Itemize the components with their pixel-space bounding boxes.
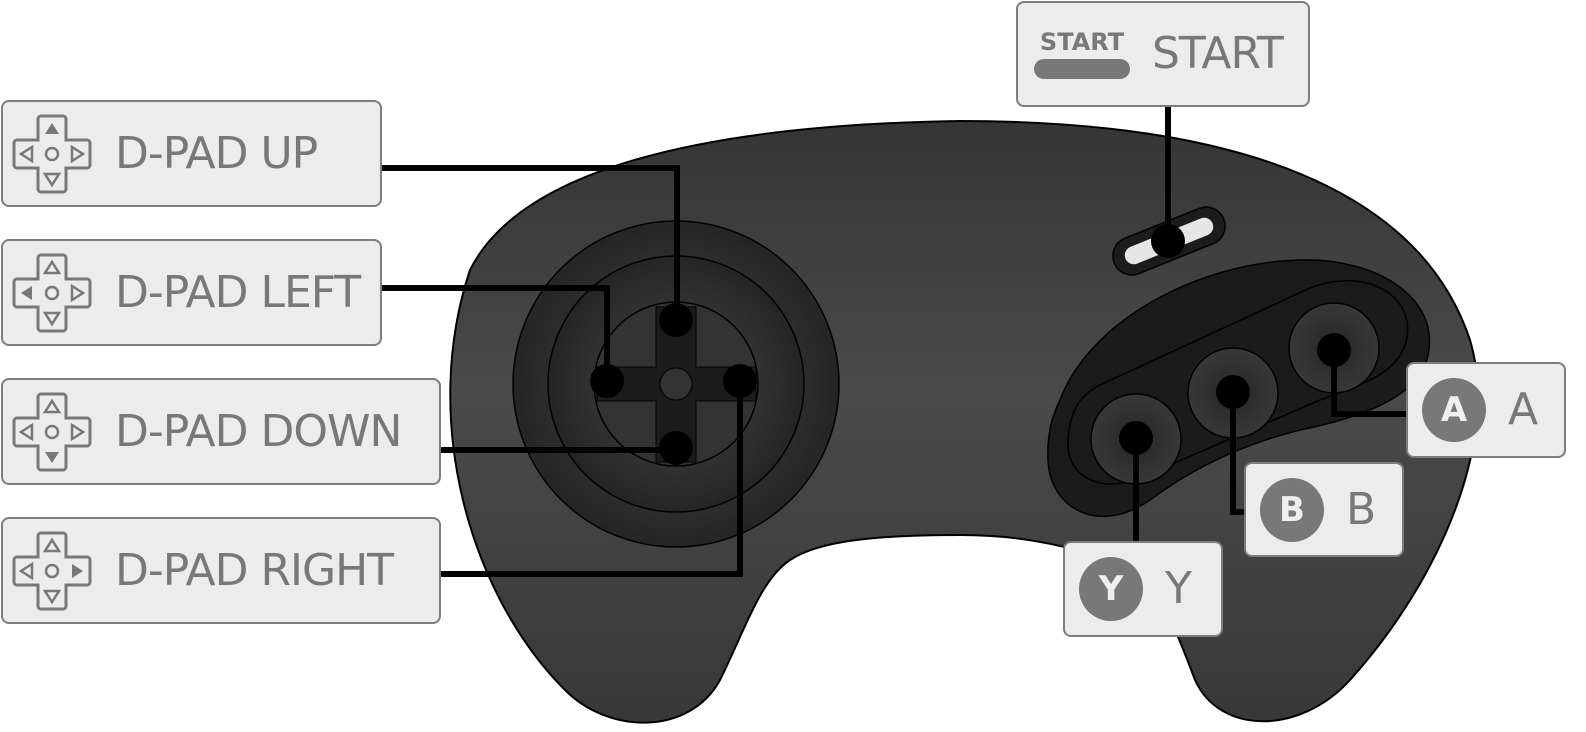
start-icon-bar	[1034, 58, 1130, 79]
dot-y	[1119, 421, 1153, 455]
label-dpad-right: D-PAD RIGHT	[1, 517, 441, 624]
leader-line-b	[1230, 392, 1246, 515]
label-text-y: Y	[1165, 563, 1192, 614]
leader-line-a	[1331, 350, 1408, 417]
leader-lines	[382, 106, 1408, 577]
start-icon-text: START	[1039, 27, 1125, 56]
label-text-dpad-left: D-PAD LEFT	[115, 266, 361, 318]
dot-start	[1151, 224, 1185, 258]
dot-dpad-left	[590, 364, 624, 398]
label-text-dpad-right: D-PAD RIGHT	[115, 544, 394, 596]
leader-line-dpad-left	[382, 285, 610, 380]
dpad-up-icon	[12, 114, 92, 193]
connection-dots	[590, 224, 1351, 465]
dot-dpad-up	[659, 303, 693, 337]
label-text-start: START	[1152, 28, 1284, 79]
y-button-icon: Y	[1079, 557, 1143, 621]
label-start: START START	[1016, 1, 1310, 107]
dot-dpad-right	[723, 364, 757, 398]
label-b: B B	[1244, 462, 1404, 557]
start-button-icon: START	[1034, 30, 1130, 79]
label-text-dpad-down: D-PAD DOWN	[115, 405, 402, 457]
label-y: Y Y	[1063, 541, 1223, 637]
label-text-b: B	[1346, 483, 1376, 535]
dpad-down-icon	[12, 392, 92, 471]
dot-b	[1216, 375, 1250, 409]
dpad-right-icon	[12, 531, 92, 610]
leader-line-dpad-up	[382, 165, 680, 318]
label-dpad-left: D-PAD LEFT	[1, 239, 382, 346]
label-dpad-up: D-PAD UP	[1, 100, 382, 207]
label-text-a: A	[1508, 384, 1538, 435]
label-a: A A	[1406, 362, 1566, 458]
leader-line-dpad-right	[441, 382, 743, 577]
dpad-center	[659, 367, 693, 401]
label-dpad-down: D-PAD DOWN	[1, 378, 441, 485]
dot-a	[1317, 333, 1351, 367]
b-button-icon: B	[1260, 477, 1324, 542]
a-button-icon: A	[1422, 378, 1486, 442]
dpad-left-icon	[12, 253, 92, 332]
dot-dpad-down	[659, 431, 693, 465]
label-text-dpad-up: D-PAD UP	[115, 127, 318, 179]
